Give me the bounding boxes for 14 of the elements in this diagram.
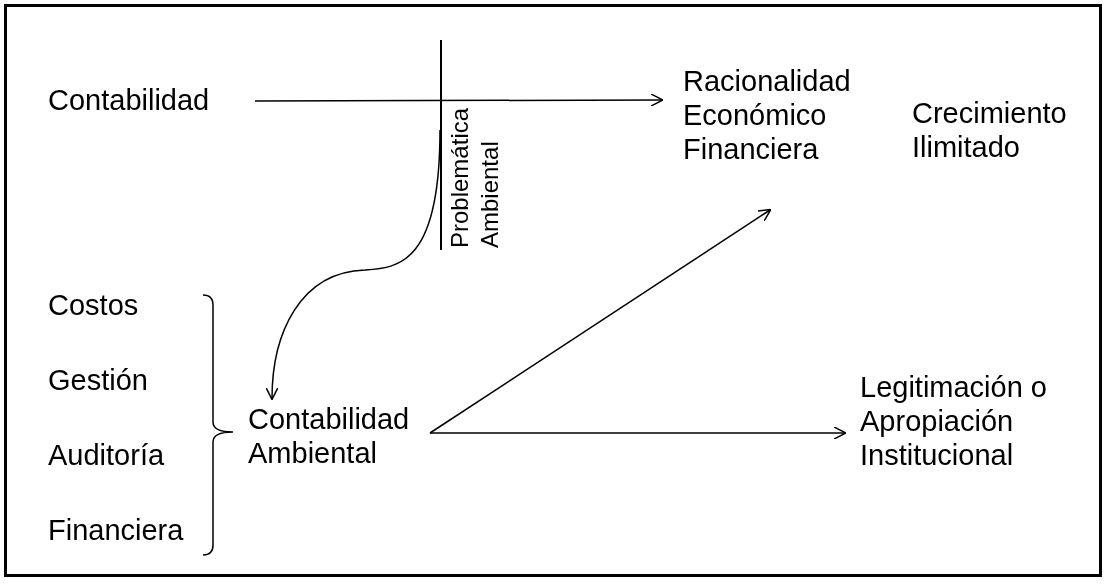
node-label: Racionalidad Económico Financiera bbox=[683, 64, 852, 166]
text-label: Auditoría bbox=[48, 438, 165, 472]
arrow bbox=[429, 426, 847, 440]
node-label: Contabilidad Ambiental bbox=[248, 402, 411, 470]
text-label: Costos bbox=[48, 288, 139, 322]
node-label: Legitimación o Apropiación Institucional bbox=[860, 370, 1048, 472]
arrow bbox=[265, 129, 441, 401]
vertical-label: Problemática Ambiental bbox=[445, 106, 504, 248]
text-label: Crecimiento Ilimitado bbox=[912, 96, 1068, 164]
node-label: Contabilidad bbox=[48, 83, 211, 117]
arrow bbox=[429, 208, 772, 434]
text-label: Gestión bbox=[48, 363, 148, 397]
arrow bbox=[254, 93, 664, 107]
text-label: Financiera bbox=[48, 513, 184, 547]
